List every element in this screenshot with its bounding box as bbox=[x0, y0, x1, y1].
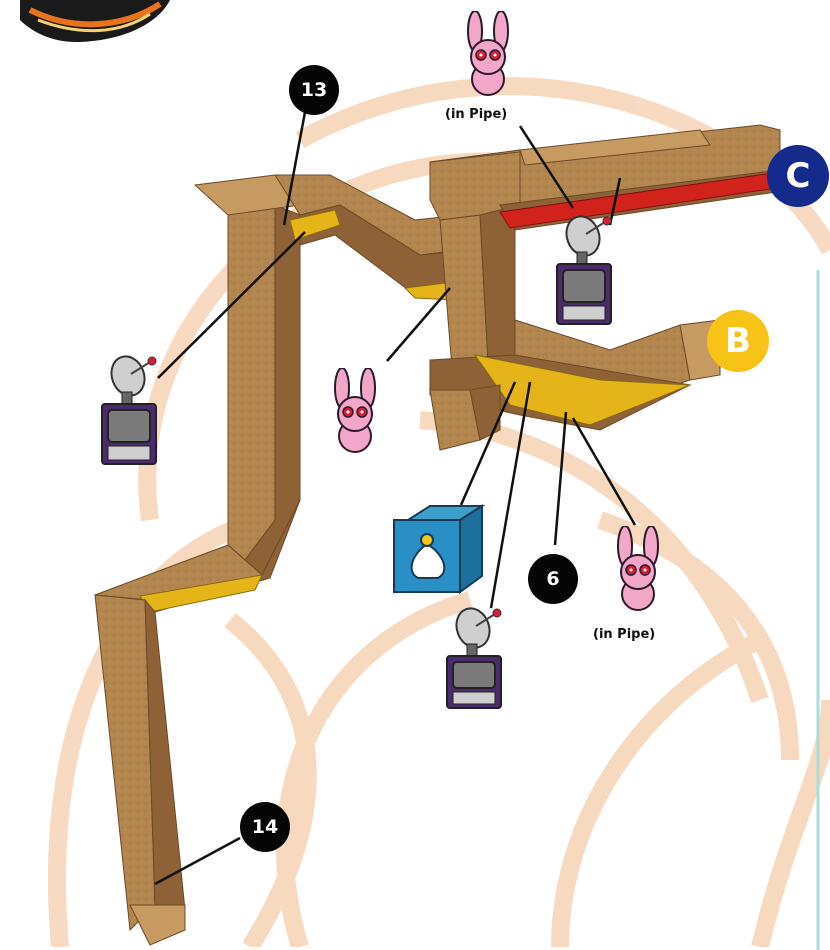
radar-terminal-icon bbox=[553, 208, 623, 328]
radar-terminal-icon bbox=[443, 600, 513, 720]
pipe-label: (in Pipe) bbox=[445, 107, 507, 122]
bunny-icon bbox=[320, 368, 390, 458]
marker-13: 13 bbox=[289, 65, 339, 115]
bunny-icon bbox=[603, 526, 673, 616]
marker-6: 6 bbox=[528, 554, 578, 604]
blue-safe-icon bbox=[390, 498, 490, 598]
pipe-label: (in Pipe) bbox=[593, 627, 655, 642]
area-marker-b: B bbox=[707, 310, 769, 372]
bunny-icon bbox=[453, 11, 523, 101]
radar-terminal-icon bbox=[98, 348, 168, 468]
area-marker-c: C bbox=[767, 145, 829, 207]
marker-14: 14 bbox=[240, 802, 290, 852]
